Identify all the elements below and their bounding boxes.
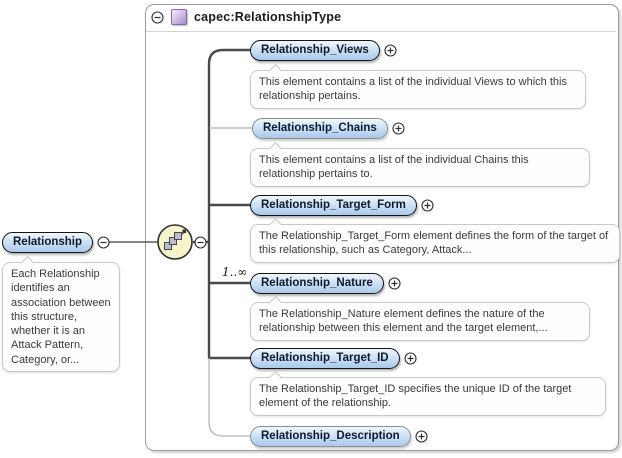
element-row: Relationship_Description (250, 425, 428, 447)
element-relationship-target-form[interactable]: Relationship_Target_Form (250, 194, 417, 216)
annotation-relationship: Each Relationship identifies an associat… (2, 262, 120, 373)
element-relationship-target-id[interactable]: Relationship_Target_ID (250, 347, 400, 369)
annotation-chains: This element contains a list of the indi… (250, 148, 590, 187)
annotation-views: This element contains a list of the indi… (250, 70, 586, 109)
element-label: Relationship (13, 236, 83, 248)
expand-icon[interactable] (384, 43, 397, 57)
element-relationship-views[interactable]: Relationship_Views (250, 39, 380, 61)
collapse-icon[interactable] (151, 10, 164, 24)
annotation-target-id: The Relationship_Target_ID specifies the… (250, 377, 606, 416)
element-label: Relationship_Views (261, 44, 369, 56)
element-row: Relationship_Chains (252, 117, 405, 139)
collapse-icon[interactable] (194, 236, 207, 249)
annotation-target-form: The Relationship_Target_Form element def… (250, 224, 620, 263)
element-label: Relationship_Nature (261, 277, 373, 289)
element-row: Relationship_Views (250, 39, 397, 61)
expand-icon[interactable] (421, 198, 434, 212)
element-relationship-chains[interactable]: Relationship_Chains (252, 117, 388, 139)
element-relationship-description[interactable]: Relationship_Description (250, 425, 411, 447)
annotation-nature: The Relationship_Nature element defines … (250, 302, 590, 341)
complex-type-title: capec:RelationshipType (194, 10, 342, 24)
occurrence-label: 1..∞ (222, 265, 248, 279)
element-row: Relationship_Target_ID (250, 347, 417, 369)
collapse-icon[interactable] (97, 235, 110, 249)
element-label: Relationship_Target_ID (261, 352, 389, 364)
element-label: Relationship_Description (261, 430, 400, 442)
source-element-row: Relationship (2, 231, 110, 253)
expand-icon[interactable] (404, 351, 417, 365)
element-row: Relationship_Target_Form (250, 194, 434, 216)
complex-type-icon (171, 9, 187, 25)
element-label: Relationship_Target_Form (261, 199, 406, 211)
element-label: Relationship_Chains (263, 122, 377, 134)
element-relationship[interactable]: Relationship (2, 231, 94, 253)
sequence-compositor-icon[interactable] (156, 223, 194, 261)
element-row: Relationship_Nature (250, 272, 401, 294)
expand-icon[interactable] (415, 429, 428, 443)
header-separator (146, 31, 616, 32)
element-relationship-nature[interactable]: Relationship_Nature (250, 272, 384, 294)
expand-icon[interactable] (388, 276, 401, 290)
expand-icon[interactable] (392, 121, 405, 135)
